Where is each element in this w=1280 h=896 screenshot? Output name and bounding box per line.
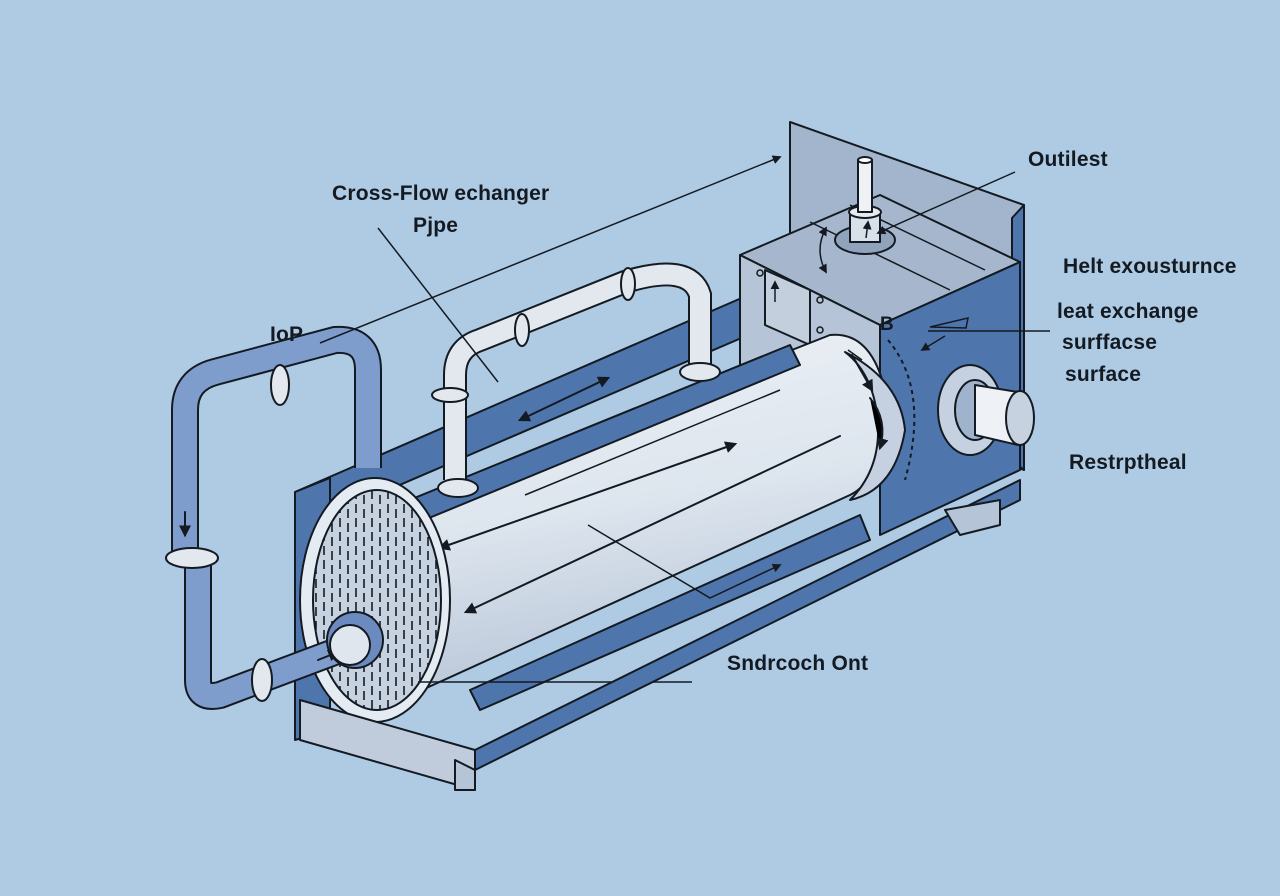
surface-label-line3: surface bbox=[1065, 363, 1142, 386]
pipe-label: Pjpe bbox=[413, 214, 459, 237]
title-label: Cross-Flow echanger bbox=[332, 182, 550, 205]
iop-label: IoP bbox=[270, 323, 304, 346]
base-frame bbox=[299, 479, 1021, 791]
cross-flow-pipe[interactable] bbox=[431, 262, 721, 498]
leader-lines bbox=[319, 155, 1050, 383]
surface-label-line2: surffacse bbox=[1062, 331, 1158, 354]
marker-b: B bbox=[880, 314, 894, 335]
sndrcoch-label: Sndrcoch Ont bbox=[727, 652, 869, 675]
restrp-label: Restrptheal bbox=[1069, 451, 1187, 474]
outlet-label: Outilest bbox=[1028, 148, 1108, 171]
outlet-stack[interactable] bbox=[818, 156, 896, 274]
side-nozzle[interactable] bbox=[937, 364, 1035, 456]
inlet-pipe[interactable] bbox=[165, 325, 384, 710]
surface-label-line1: leat exchange bbox=[1057, 300, 1199, 323]
heat-exhaust-label: Helt exousturnce bbox=[1063, 255, 1237, 278]
exchanger-shell bbox=[359, 333, 916, 711]
